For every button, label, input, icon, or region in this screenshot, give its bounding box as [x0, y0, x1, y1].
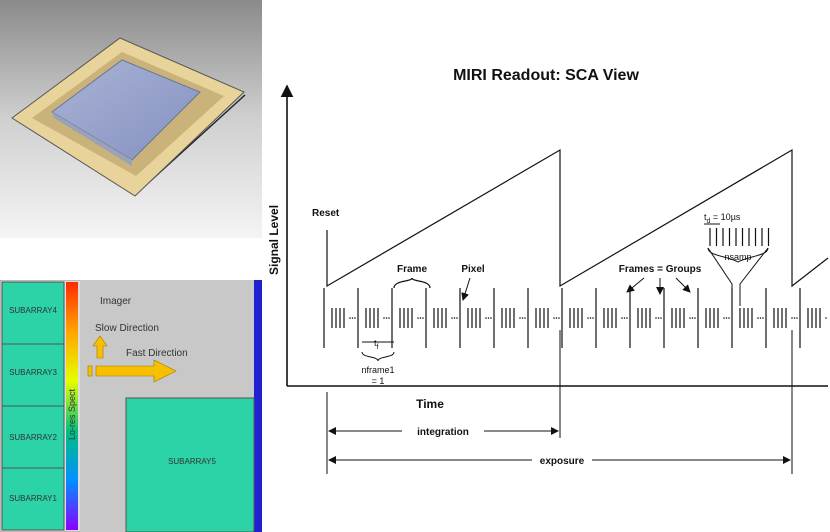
nframe-bracket [361, 351, 395, 362]
pixel-dot [621, 317, 623, 319]
pixel-dot [422, 317, 424, 319]
pixel-dot [723, 317, 725, 319]
imager-label: Imager [100, 296, 132, 307]
pixel-dot [660, 317, 662, 319]
pixel-dot [691, 317, 694, 319]
subarray2-label: SUBARRAY2 [9, 433, 57, 442]
subarray1-box [1, 467, 65, 531]
pixel-dot [626, 317, 628, 319]
slow-direction-label: Slow Direction [95, 323, 159, 334]
subarray2-box [1, 405, 65, 469]
pixel-dot [383, 317, 385, 319]
pixel-dot [553, 317, 555, 319]
td-label: td = 10µs [704, 212, 741, 225]
groups-pointer-left [626, 277, 645, 293]
lores-spectrum-bar [66, 282, 78, 530]
integration-label: integration [417, 427, 469, 438]
slow-direction-arrow [92, 335, 108, 359]
pixel-dot [456, 317, 458, 319]
subarray5-label: SUBARRAY5 [168, 457, 216, 466]
pixel-label: Pixel [461, 264, 485, 275]
pixel-dot [589, 317, 592, 319]
tf-label: tf [374, 338, 379, 351]
right-edge-strip [254, 280, 262, 532]
pixel-dot [762, 317, 764, 319]
pixel-dot [485, 317, 487, 319]
subarray4-label: SUBARRAY4 [9, 306, 57, 315]
nframe-value: = 1 [372, 376, 385, 386]
pixel-dot [587, 317, 589, 319]
pixel-dot [555, 317, 558, 319]
pixel-dot [490, 317, 492, 319]
pixel-dot [655, 317, 657, 319]
subarray1-label: SUBARRAY1 [9, 494, 57, 503]
x-axis-label: Time [416, 397, 444, 411]
arrow-mark-1 [87, 365, 93, 377]
signal-ramp [326, 148, 829, 288]
pixel-pointer [461, 277, 471, 301]
nframe-label: nframe1 [361, 365, 394, 375]
pixel-dot [623, 317, 626, 319]
pixel-dot [825, 317, 827, 319]
pixel-dot [351, 317, 354, 319]
pixel-dot [759, 317, 762, 319]
subarray3-box [1, 343, 65, 407]
pixel-dot [521, 317, 524, 319]
pixel-dot [558, 317, 560, 319]
detector-layout-diagram: SUBARRAY4 SUBARRAY3 SUBARRAY2 SUBARRAY1 … [0, 280, 262, 532]
pixel-dot [757, 317, 759, 319]
pixel-dot [388, 317, 390, 319]
fast-direction-arrow [95, 359, 177, 383]
pixel-dot [657, 317, 660, 319]
lores-label: Lo-res Spect [67, 388, 77, 440]
groups-pointer-right [675, 277, 691, 293]
nsamp-ticks [709, 228, 770, 246]
pixel-dot [519, 317, 521, 319]
subarray4-box [1, 281, 65, 345]
exposure-label: exposure [540, 456, 585, 467]
pixel-dot [487, 317, 490, 319]
pixel-dot [417, 317, 419, 319]
pixel-dot [796, 317, 798, 319]
frame-bracket [393, 277, 431, 289]
chip-sensor-edge [52, 112, 132, 166]
reset-label: Reset [312, 208, 340, 219]
pixel-dot [349, 317, 351, 319]
pixel-dot [385, 317, 388, 319]
diagram-title: MIRI Readout: SCA View [453, 67, 639, 84]
y-axis-label: Signal Level [267, 205, 281, 275]
pixel-dot [354, 317, 356, 319]
detector-chip-photo [0, 0, 262, 238]
nsamp-label: nsamp [724, 252, 751, 262]
frames-groups-label: Frames = Groups [619, 264, 702, 275]
pixel-dot [793, 317, 796, 319]
pixel-tick-train [323, 288, 827, 348]
pixel-dot [689, 317, 691, 319]
pixel-dot [694, 317, 696, 319]
subarray5-box [125, 397, 255, 532]
frame-label: Frame [397, 264, 427, 275]
nsamp-funnel [707, 247, 769, 306]
pixel-dot [451, 317, 453, 319]
pixel-dot [728, 317, 730, 319]
subarray3-label: SUBARRAY3 [9, 368, 57, 377]
readout-timing-diagram: MIRI Readout: SCA View Signal Level Time… [267, 67, 829, 474]
fast-direction-label: Fast Direction [126, 348, 188, 359]
subarray-column: SUBARRAY4 SUBARRAY3 SUBARRAY2 SUBARRAY1 [1, 281, 65, 531]
pixel-dot [791, 317, 793, 319]
pixel-dot [524, 317, 526, 319]
pixel-dot [453, 317, 456, 319]
pixel-dot [725, 317, 728, 319]
pixel-dot [592, 317, 594, 319]
pixel-dot [419, 317, 422, 319]
